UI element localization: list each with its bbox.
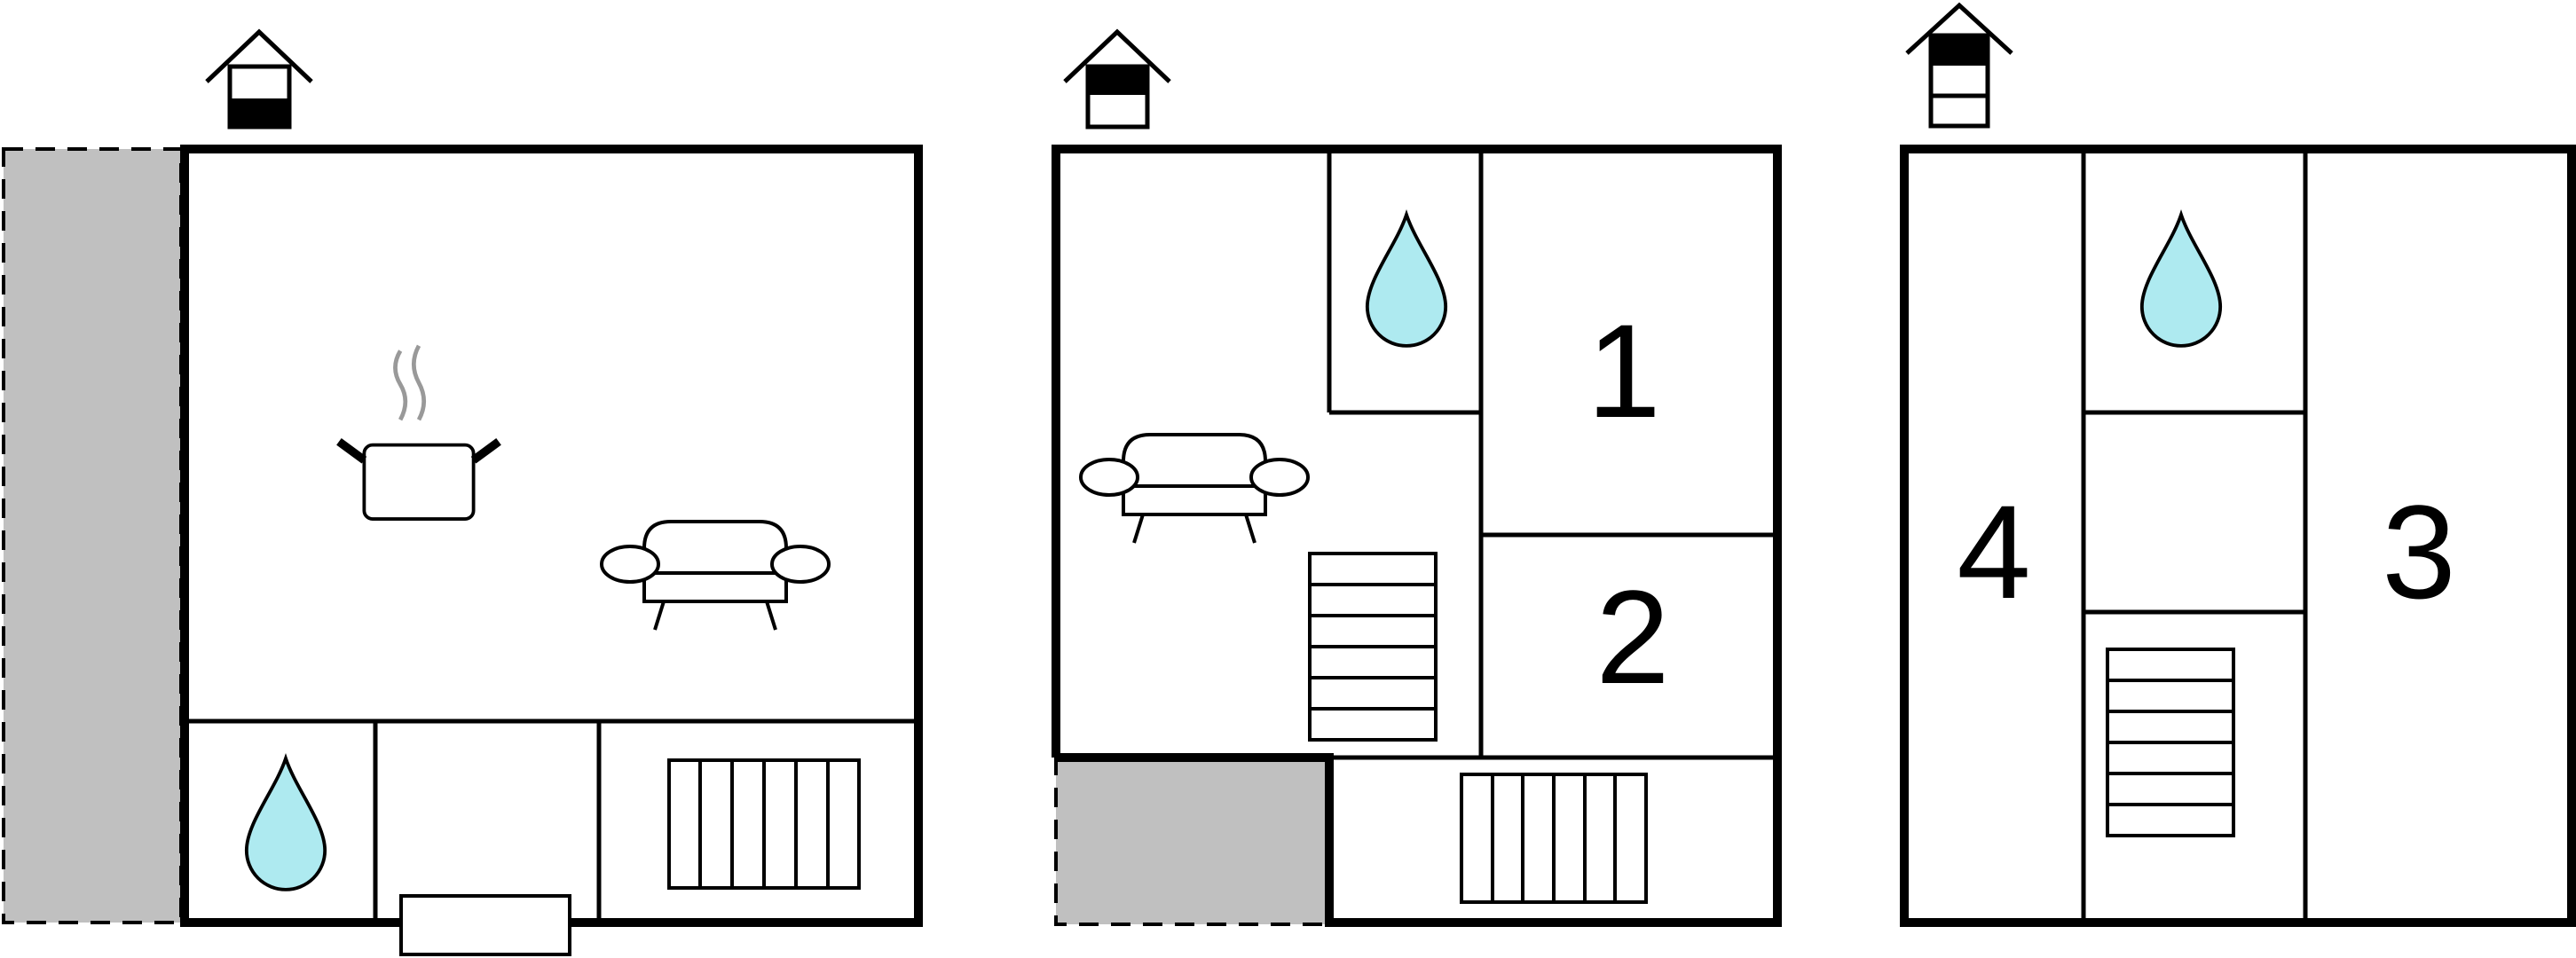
sofa-icon (600, 520, 831, 632)
room-number-1: 1 (1587, 296, 1660, 445)
floor-level-house-icon (205, 28, 313, 130)
staircase-icon (2106, 648, 2235, 837)
water-drop-icon (244, 757, 327, 891)
outdoor-balcony (1054, 756, 1331, 926)
sofa-icon (1079, 433, 1310, 545)
radiator-railing-icon (1460, 773, 1648, 904)
room-number-2: 2 (1595, 562, 1669, 711)
floor-second: 4 3 (1900, 2, 2576, 927)
floor-first: 1 2 (1052, 28, 1782, 927)
entrance-step (399, 894, 571, 956)
floor-level-house-icon (1063, 28, 1171, 130)
water-drop-icon (2142, 215, 2220, 346)
second-outer-wall (1900, 145, 2576, 927)
water-drop-icon (1367, 215, 1446, 346)
floor-ground (2, 28, 923, 956)
staircase-icon (1308, 552, 1438, 742)
room-number-3: 3 (2382, 477, 2455, 626)
cooking-pot-icon (339, 346, 499, 519)
floor-level-house-icon (1905, 2, 2013, 129)
radiator-railing-icon (667, 758, 861, 890)
room-number-4: 4 (1957, 477, 2030, 626)
outdoor-terrace (2, 147, 183, 924)
